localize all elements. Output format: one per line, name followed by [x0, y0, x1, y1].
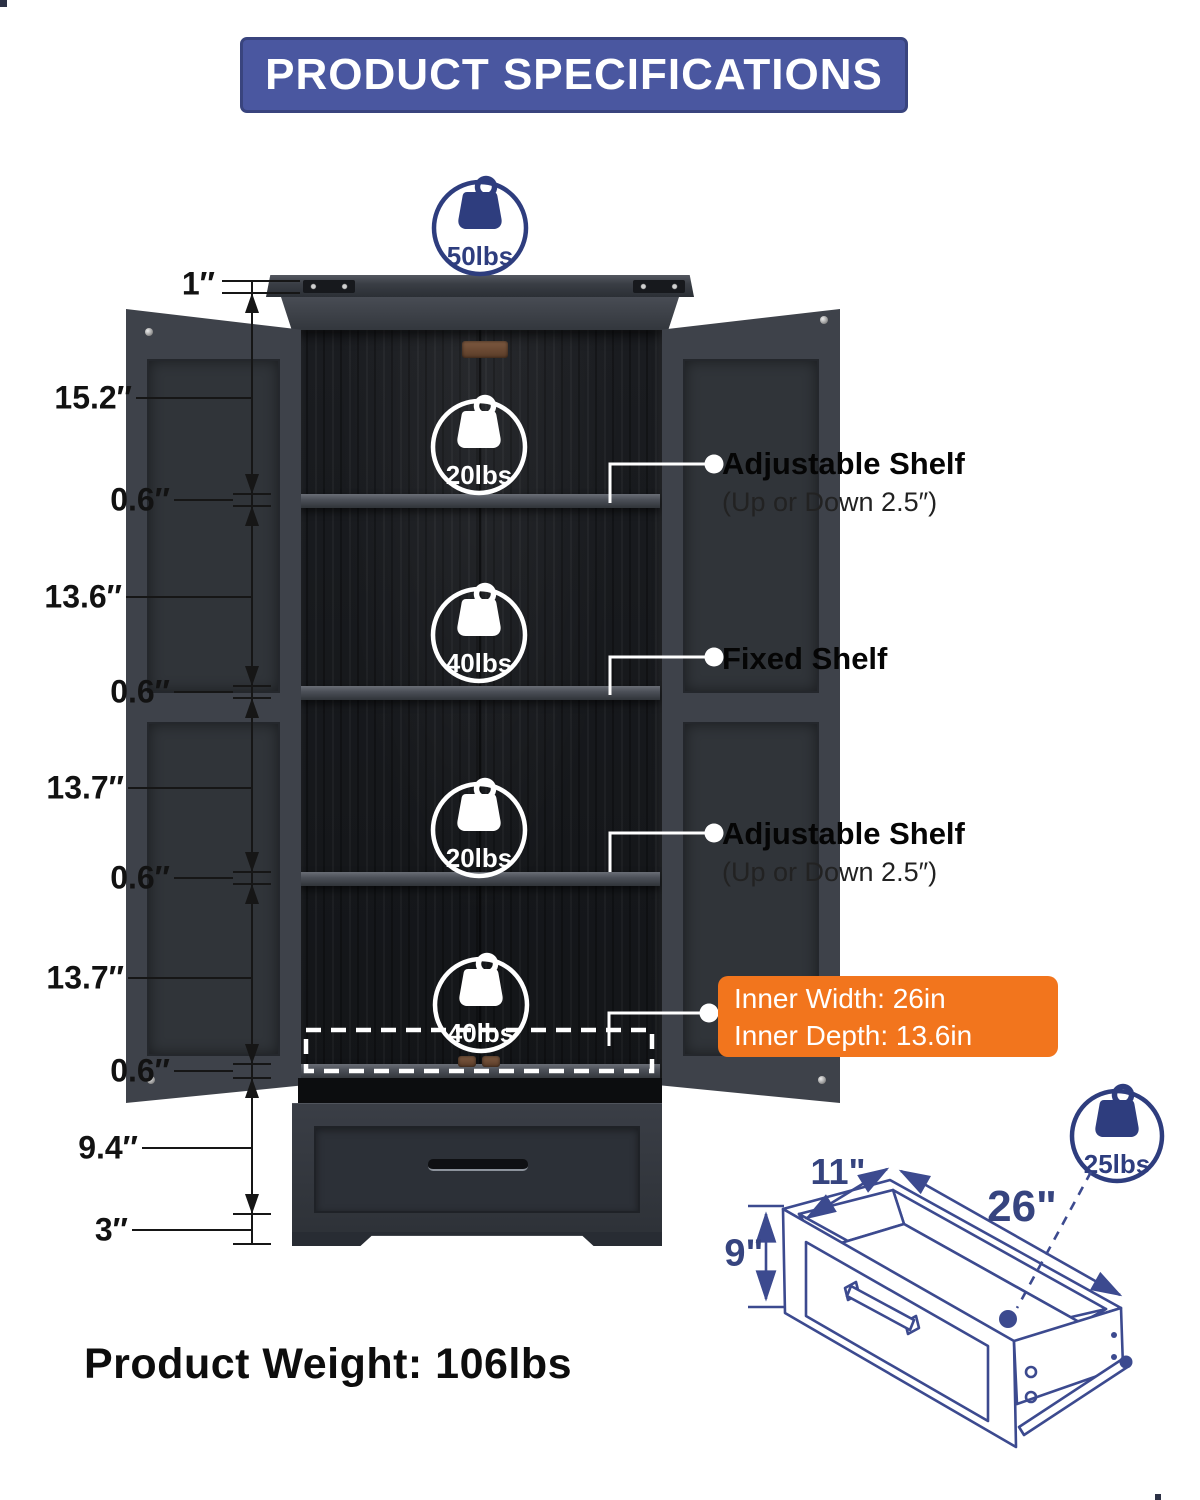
dim-label-shelf1-thickness: 0.6″ — [110, 481, 170, 518]
cabinet-crown-molding — [281, 297, 679, 330]
crown-bracket-right — [633, 280, 685, 293]
decorative-square-top-left — [0, 0, 7, 7]
dim-label-section3: 13.7″ — [46, 769, 124, 806]
drawer-slide-rail — [1017, 1356, 1131, 1437]
svg-text:50lbs: 50lbs — [447, 241, 514, 271]
cabinet-interior — [298, 330, 662, 1078]
annotation-fixed-shelf: Fixed Shelf — [722, 641, 888, 676]
inner-width-text: Inner Width: 26in — [734, 983, 946, 1014]
page-title: PRODUCT SPECIFICATIONS — [265, 50, 883, 99]
left-door-upper-panel — [147, 359, 280, 693]
annotation-adjustable-shelf-2: Adjustable Shelf — [722, 816, 965, 851]
annotation-adjustable-shelf-1: Adjustable Shelf — [722, 446, 965, 481]
drawer-rim — [781, 1178, 1123, 1343]
inner-dimensions-callout: Inner Width: 26in Inner Depth: 13.6in — [718, 976, 1058, 1057]
cabinet-crown-top — [266, 275, 694, 297]
dim-label-bottom-board-thickness: 0.6″ — [110, 1052, 170, 1089]
drawer-depth-label: 11" — [810, 1151, 866, 1192]
shelf-3 — [300, 872, 660, 886]
dim-label-section2: 13.6″ — [44, 578, 122, 615]
drawer-line-art — [781, 1178, 1133, 1449]
hinge-bottom-left — [458, 1056, 476, 1067]
shelf-2 — [300, 686, 660, 700]
annotation-adjustable-shelf-1-sub: (Up or Down 2.5″) — [722, 487, 938, 517]
shelf-1 — [300, 494, 660, 508]
left-door — [126, 309, 301, 1103]
inner-depth-text: Inner Depth: 13.6in — [734, 1020, 973, 1051]
dim-label-drawer-height: 9.4″ — [78, 1129, 138, 1166]
drawer-handle — [428, 1159, 528, 1171]
door-screw — [145, 328, 153, 336]
dim-label-shelf3-thickness: 0.6″ — [110, 859, 170, 896]
decorative-square-bottom-right — [1155, 1494, 1161, 1500]
drawer-right-face — [1012, 1306, 1125, 1406]
door-screw — [820, 316, 828, 324]
weight-capacity-icon-top: 50lbs — [431, 179, 529, 277]
drawer-interior-bottom — [819, 1222, 1083, 1351]
product-weight-text: Product Weight: 106lbs — [84, 1340, 573, 1388]
drawer-height-label: 9" — [724, 1232, 764, 1275]
hinge-top — [462, 341, 508, 358]
hinge-bottom-right — [482, 1056, 500, 1067]
title-banner: PRODUCT SPECIFICATIONS — [240, 37, 908, 113]
drawer-dimension-arrows — [748, 1167, 1123, 1309]
door-screw — [147, 1076, 155, 1084]
crown-bracket-left — [303, 280, 355, 293]
dim-label-top-section: 15.2″ — [54, 379, 132, 416]
drawer-handle-outline — [843, 1280, 861, 1302]
weight-capacity-icon-drawer: 25lbs — [1069, 1087, 1165, 1184]
annotation-adjustable-shelf-2-sub: (Up or Down 2.5″) — [722, 857, 938, 887]
dim-label-section4: 13.7″ — [46, 959, 124, 996]
dim-label-shelf2-thickness: 0.6″ — [110, 673, 170, 710]
drawer-front-face — [781, 1207, 1018, 1449]
drawer-length-label: 26" — [987, 1182, 1057, 1231]
drawer-opening-recess — [298, 1078, 662, 1103]
dim-label-base-height: 3″ — [94, 1211, 128, 1248]
dim-label-crown: 1″ — [181, 265, 215, 302]
drawer-front-panel — [314, 1126, 640, 1213]
cabinet-base-feet — [292, 1232, 662, 1246]
right-door-upper-panel — [683, 359, 819, 693]
drawer-capacity-point — [999, 1310, 1017, 1328]
cabinet-bottom-board — [300, 1064, 660, 1079]
door-screw — [818, 1076, 826, 1084]
svg-text:25lbs: 25lbs — [1084, 1149, 1151, 1179]
